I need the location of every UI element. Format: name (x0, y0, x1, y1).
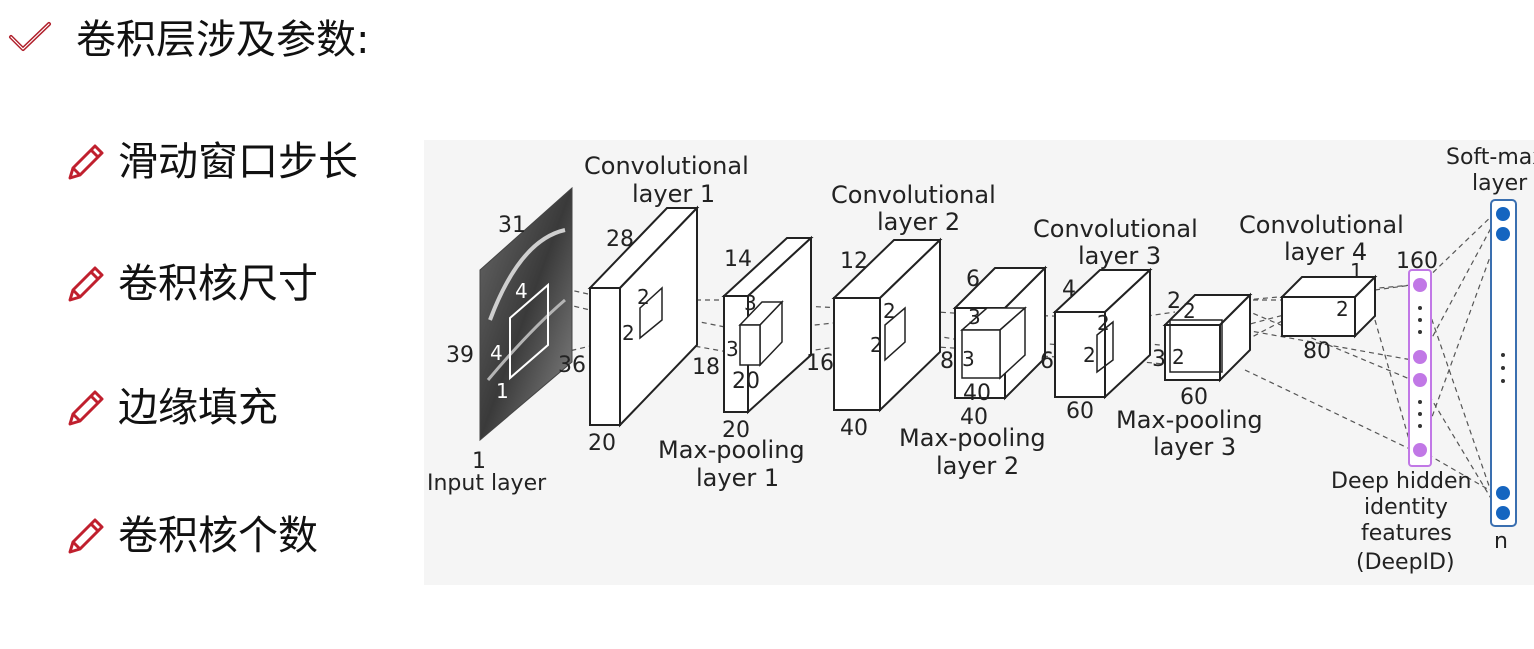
deepid-label-1: Deep hidden (1331, 469, 1471, 494)
conv2-subtitle: layer 2 (877, 208, 960, 236)
conv1-kernel-dim: 2 (637, 285, 650, 309)
param-label: 边缘填充 (118, 385, 278, 431)
conv3-title: Convolutional (1033, 215, 1198, 243)
conv4-top-dim: 1 (1350, 259, 1363, 283)
pool1-title: Max-pooling (658, 436, 805, 464)
pool-layer-3 (1162, 292, 1253, 383)
softmax-label-1: Soft-max (1446, 145, 1534, 170)
conv-layer-4 (1279, 274, 1378, 339)
input-kernel-dim: 4 (490, 341, 503, 365)
conv1-title: Convolutional (584, 152, 749, 180)
conv1-subtitle: layer 1 (632, 180, 715, 208)
param-label: 卷积核尺寸 (118, 261, 318, 307)
deepid-node (1413, 373, 1427, 387)
pool2-subtitle: layer 2 (936, 452, 1019, 480)
conv2-left-dim: 16 (806, 351, 834, 376)
conv4-title: Convolutional (1239, 211, 1404, 239)
conv-layer-3 (1052, 267, 1153, 400)
conv4-kernel-dim: 2 (1336, 297, 1349, 321)
conv4-subtitle: layer 4 (1284, 238, 1367, 266)
deepid-label-4: (DeepID) (1356, 550, 1455, 575)
conv3-top-dim: 4 (1062, 277, 1076, 302)
input-layer: 31 39 4 4 1 1 Input layer (427, 186, 573, 496)
param-label: 卷积核个数 (118, 513, 318, 559)
pencil-icon (68, 266, 104, 302)
pool2-title: Max-pooling (899, 424, 1046, 452)
conv1-kernel-dim: 2 (622, 321, 635, 345)
deepid-node (1413, 443, 1427, 457)
input-bottom-dim: 1 (472, 449, 486, 474)
conv2-kernel-dim: 2 (883, 299, 896, 323)
pool2-kernel-dim: 3 (962, 347, 975, 371)
pool2-top-dim: 6 (966, 267, 980, 292)
pool3-kernel-dim: 2 (1183, 299, 1196, 323)
softmax-node (1496, 207, 1510, 221)
deepid-label-2: identity (1364, 495, 1448, 520)
conv2-bottom-dim: 40 (840, 416, 868, 441)
pool1-bottom-dim: 20 (722, 418, 750, 443)
conv3-subtitle: layer 3 (1078, 242, 1161, 270)
pool3-depth-dim: 60 (1180, 385, 1208, 410)
pool1-top-dim: 14 (724, 247, 752, 272)
input-layer-label: Input layer (427, 471, 547, 496)
pool2-left-dim: 8 (940, 349, 954, 374)
cnn-architecture-diagram: 31 39 4 4 1 1 Input layer Convolutional … (427, 145, 1534, 575)
conv3-kernel-dim: 2 (1083, 343, 1096, 367)
conv-layer-2 (831, 237, 943, 413)
pool1-subtitle: layer 1 (696, 464, 779, 492)
conv1-top-dim: 28 (606, 227, 634, 252)
deepid-node (1413, 278, 1427, 292)
pool-layer-1 (721, 235, 814, 415)
pool1-depth-dim: 20 (732, 369, 760, 394)
conv4-depth-dim: 80 (1303, 339, 1331, 364)
conv2-top-dim: 12 (840, 249, 868, 274)
softmax-n-label: n (1494, 529, 1508, 554)
pencil-icon (68, 518, 104, 554)
conv2-kernel-dim: 2 (870, 333, 883, 357)
pencil-icon (68, 144, 104, 180)
pool2-depth-dim: 40 (963, 381, 991, 406)
pool3-subtitle: layer 3 (1153, 433, 1236, 461)
conv3-bottom-dim: 60 (1066, 399, 1094, 424)
conv3-left-dim: 6 (1040, 349, 1054, 374)
cnn-diagram-figure: 31 39 4 4 1 1 Input layer Convolutional … (424, 140, 1534, 585)
pencil-icon (68, 390, 104, 426)
pool3-kernel-dim: 2 (1172, 345, 1185, 369)
pool-layer-2 (952, 265, 1048, 401)
softmax-node (1496, 486, 1510, 500)
deepid-label-3: features (1361, 521, 1452, 546)
conv-layer-1 (587, 205, 700, 428)
softmax-layer (1490, 199, 1517, 527)
param-label: 滑动窗口步长 (118, 139, 358, 185)
input-left-dim: 39 (446, 343, 474, 368)
input-kernel-dim: 1 (496, 379, 509, 403)
pool2-kernel-dim: 3 (968, 305, 981, 329)
softmax-label-2: layer (1472, 171, 1528, 196)
input-top-dim: 31 (498, 213, 526, 238)
softmax-node (1496, 506, 1510, 520)
pool1-left-dim: 18 (692, 355, 720, 380)
input-kernel-dim: 4 (515, 279, 528, 303)
pool1-kernel-dim: 3 (744, 291, 757, 315)
pool3-left-dim: 3 (1152, 347, 1166, 372)
deepid-node (1413, 350, 1427, 364)
pool1-kernel-dim: 3 (726, 337, 739, 361)
pool2-bottom-dim: 40 (960, 405, 988, 430)
pool3-top-dim: 2 (1167, 289, 1181, 314)
deepid-size: 160 (1396, 249, 1438, 274)
conv1-bottom-dim: 20 (588, 431, 616, 456)
deepid-layer (1408, 269, 1432, 467)
conv1-left-dim: 36 (558, 353, 586, 378)
conv3-kernel-dim: 2 (1097, 311, 1110, 335)
pool3-title: Max-pooling (1116, 406, 1263, 434)
heading-title: 卷积层涉及参数: (76, 17, 370, 63)
conv2-title: Convolutional (831, 181, 996, 209)
softmax-node (1496, 227, 1510, 241)
checkmark-icon (9, 22, 51, 51)
